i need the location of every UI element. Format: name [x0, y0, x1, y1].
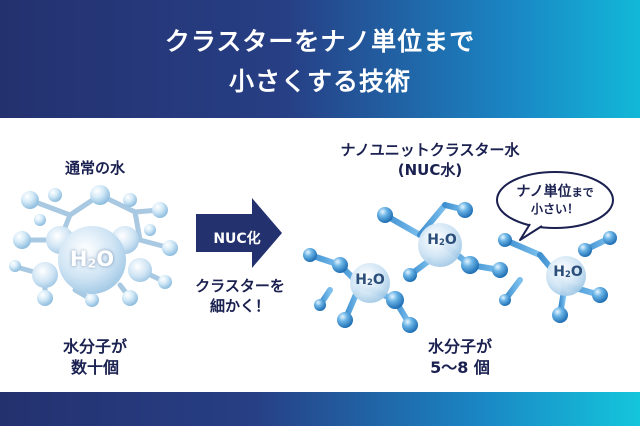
- h2o-label-small: H2O: [553, 264, 583, 280]
- normal-water-title: 通常の水: [64, 159, 125, 177]
- footer-bar: [0, 392, 640, 426]
- speech-bubble-tail: [519, 223, 543, 241]
- speech-bubble-text: ナノ単位まで 小さい！: [516, 184, 594, 216]
- nano-clusters-atoms: [303, 202, 617, 333]
- nuc-water-title: ナノユニットクラスター水 (NUC水): [340, 141, 520, 179]
- speech-bubble: [496, 171, 614, 229]
- h2o-label-small: H2O: [427, 232, 457, 248]
- arrow-caption: クラスターを 細かく！: [195, 277, 285, 315]
- diagram-illustration: [9, 171, 617, 333]
- arrow-label: NUC化: [213, 231, 261, 247]
- arrow-shape: [196, 198, 282, 268]
- nuc-water-caption: 水分子が 5〜8 個: [427, 337, 492, 377]
- headline-line-1: クラスターをナノ単位まで: [164, 27, 476, 56]
- headline-line-2: 小さくする技術: [228, 67, 411, 96]
- h2o-label-small: H2O: [355, 272, 385, 288]
- header-banner: クラスターをナノ単位まで 小さくする技術: [0, 0, 640, 118]
- h2o-label-large: H2O: [69, 247, 115, 271]
- water-cluster-large-atoms: [9, 185, 178, 307]
- normal-water-caption: 水分子が 数十個: [62, 337, 127, 377]
